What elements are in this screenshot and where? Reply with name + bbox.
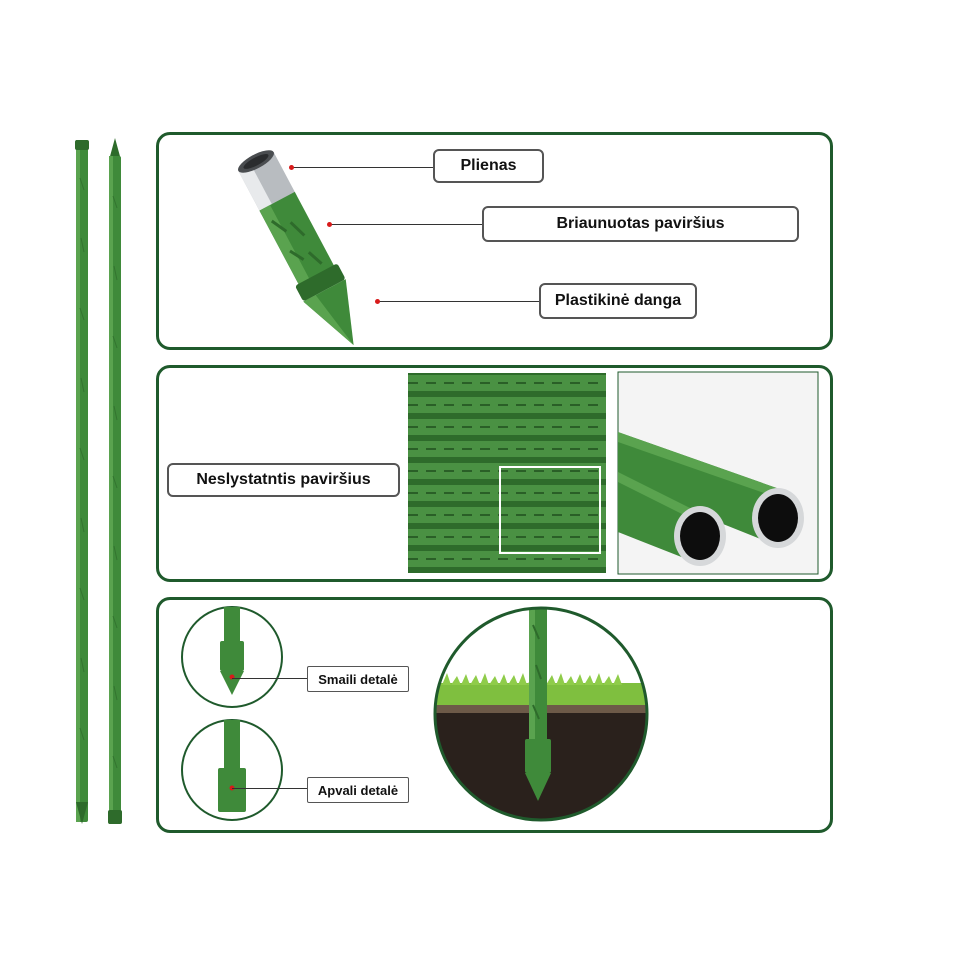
- stake-cutaway-illustration: [238, 150, 354, 346]
- coating-marker: [375, 299, 380, 304]
- round-leader: [232, 788, 308, 789]
- pointed-leader: [232, 678, 308, 679]
- steel-label: Plienas: [433, 149, 544, 183]
- tube-ends-closeup: [617, 371, 819, 575]
- stacked-stakes-closeup: [408, 373, 606, 573]
- stake-round-full: [75, 140, 89, 824]
- ribbed-surface-label: Briaunuotas paviršius: [482, 206, 799, 242]
- plastic-coating-label: Plastikinė danga: [539, 283, 697, 319]
- ribbed-leader: [330, 224, 483, 225]
- round-end-circle: [181, 719, 283, 821]
- stake-pointed-full: [108, 138, 122, 824]
- steel-leader: [292, 167, 434, 168]
- pointed-end-circle: [181, 606, 283, 708]
- non-slip-surface-label: Neslystatntis paviršius: [167, 463, 400, 497]
- pointed-end-label: Smaili detalė: [307, 666, 409, 692]
- stake-in-soil-illustration: [433, 606, 649, 822]
- steel-marker: [289, 165, 294, 170]
- coating-leader: [378, 301, 540, 302]
- round-end-label: Apvali detalė: [307, 777, 409, 803]
- ribbed-marker: [327, 222, 332, 227]
